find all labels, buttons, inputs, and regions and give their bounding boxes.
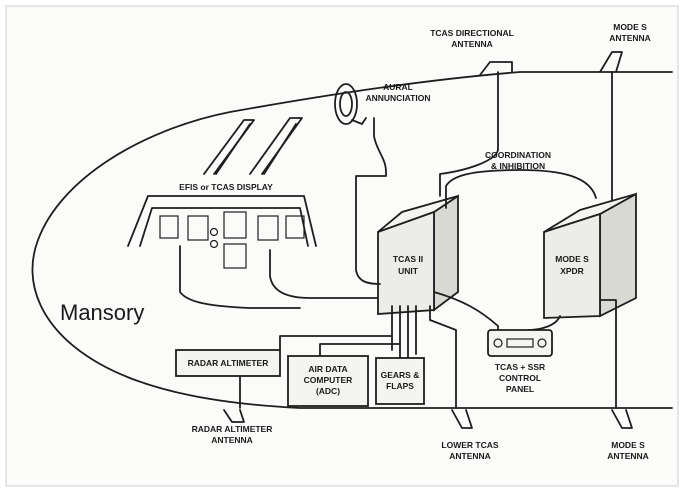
radar-altimeter-antenna-icon bbox=[223, 409, 245, 423]
radar-altimeter-box bbox=[175, 349, 281, 377]
mode-s-xpdr-box bbox=[543, 192, 637, 319]
speaker-icon bbox=[334, 83, 367, 125]
radar-altimeter-label: RADAR ALTIMETER bbox=[188, 358, 269, 368]
tcas-ii-unit bbox=[377, 194, 459, 315]
mode-s-antenna-top-icon bbox=[599, 51, 623, 73]
adc-box bbox=[287, 355, 369, 407]
wiring bbox=[239, 71, 617, 409]
gears-flaps-label: GEARS &FLAPS bbox=[381, 370, 420, 391]
efis-display-panel bbox=[127, 195, 381, 309]
cockpit-windows bbox=[203, 117, 303, 175]
control-panel-icon bbox=[487, 329, 553, 357]
coordination-inhibition-label: COORDINATION& INHIBITION bbox=[485, 150, 551, 171]
mode-s-antenna-bottom-icon bbox=[611, 409, 633, 429]
gears-flaps-box bbox=[375, 357, 425, 405]
lower-tcas-antenna-icon bbox=[451, 409, 473, 429]
tcas-directional-antenna-icon bbox=[479, 61, 513, 76]
efis-display-label: EFIS or TCAS DISPLAY bbox=[179, 182, 273, 192]
mansory-label: Mansory bbox=[60, 300, 144, 325]
